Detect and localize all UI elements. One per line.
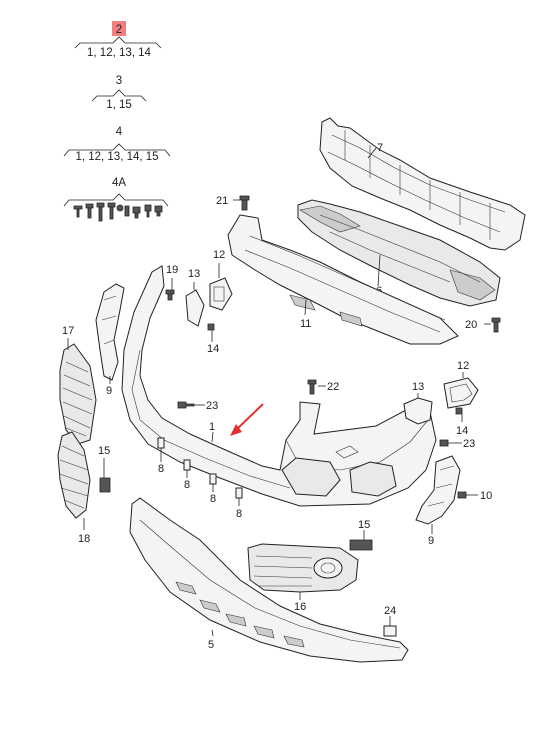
part-12-left-bracket[interactable]: 12 xyxy=(209,249,233,311)
callout-7: 7 xyxy=(377,142,383,154)
part-12-right-bracket[interactable]: 12 xyxy=(443,360,479,409)
part-8-clips[interactable]: 8 8 8 8 xyxy=(157,437,243,520)
callout-18: 18 xyxy=(78,533,90,545)
callout-14-right: 14 xyxy=(456,425,468,437)
callout-19: 19 xyxy=(166,264,178,276)
callout-15-right: 15 xyxy=(358,519,370,531)
callout-12-left: 12 xyxy=(213,249,225,261)
group-4a-id: 4A xyxy=(112,177,126,189)
part-13-left-guide[interactable]: 13 xyxy=(185,268,205,327)
part-9-right-bracket[interactable]: 9 xyxy=(415,455,461,547)
fastener-icons xyxy=(73,202,163,222)
callout-16: 16 xyxy=(294,601,306,613)
group-4-id: 4 xyxy=(116,126,123,138)
callout-20: 20 xyxy=(465,319,477,331)
part-14-left-clip[interactable]: 14 xyxy=(207,323,219,355)
callout-21: 21 xyxy=(216,195,228,207)
group-2-items: 1, 12, 13, 14 xyxy=(87,47,152,59)
part-14-right-clip[interactable]: 14 xyxy=(455,407,468,437)
part-15-right-holder[interactable]: 15 xyxy=(349,519,373,551)
callout-14-left: 14 xyxy=(207,343,219,355)
callout-22: 22 xyxy=(327,381,339,393)
callout-1: 1 xyxy=(209,421,215,433)
part-19-screw[interactable]: 19 xyxy=(165,264,178,301)
part-21-screw[interactable]: 21 xyxy=(216,195,250,211)
callout-23-left: 23 xyxy=(206,400,218,412)
group-2-id: 2 xyxy=(116,24,122,36)
part-15-left-holder[interactable]: 15 xyxy=(98,445,111,493)
part-7-absorber[interactable]: 7 xyxy=(319,117,526,251)
part-5-spoiler[interactable]: 5 xyxy=(129,497,409,663)
group-4a-brace xyxy=(63,193,169,207)
group-3-id: 3 xyxy=(116,75,122,87)
callout-24: 24 xyxy=(384,605,396,617)
group-3-brace xyxy=(91,89,147,102)
part-11-cover[interactable]: 11 xyxy=(227,214,459,345)
part-24-nut[interactable]: 24 xyxy=(383,605,397,637)
callout-8-b: 8 xyxy=(184,479,190,491)
part-9-left-bracket[interactable]: 9 xyxy=(95,283,125,397)
callout-13-left: 13 xyxy=(188,268,200,280)
part-1-bumper-cover[interactable]: 1 xyxy=(121,265,437,507)
part-23-right-screw[interactable]: 23 xyxy=(439,438,475,450)
group-3-items: 1, 15 xyxy=(106,99,132,111)
part-23-left-screw[interactable]: 23 xyxy=(177,400,218,412)
part-22-screw[interactable]: 22 xyxy=(307,379,339,395)
callout-11: 11 xyxy=(300,318,311,330)
callout-9-left: 9 xyxy=(106,385,112,397)
part-17-grille[interactable]: 17 xyxy=(59,325,97,445)
part-13-right-guide[interactable]: 13 xyxy=(403,381,433,425)
callout-8-a: 8 xyxy=(158,463,164,475)
callout-8-c: 8 xyxy=(210,493,216,505)
highlight-arrow xyxy=(230,403,264,436)
callout-17: 17 xyxy=(62,325,74,337)
legend-group-3[interactable]: 3 1, 15 xyxy=(91,75,147,111)
legend-group-4[interactable]: 4 1, 12, 13, 14, 15 xyxy=(63,126,171,163)
group-4-items: 1, 12, 13, 14, 15 xyxy=(75,151,158,163)
callout-15-left: 15 xyxy=(98,445,110,457)
callout-5: 5 xyxy=(208,639,214,651)
callout-9-right: 9 xyxy=(428,535,434,547)
legend-group-4a[interactable]: 4A xyxy=(63,177,169,222)
part-10-screw[interactable]: 10 xyxy=(457,490,492,502)
part-16-fog-grille[interactable]: 16 xyxy=(247,543,359,613)
legend-group-2[interactable]: 2 1, 12, 13, 14 xyxy=(74,21,162,59)
callout-23-right: 23 xyxy=(463,438,475,450)
group-2-highlight xyxy=(112,21,126,36)
part-18-lower-grille[interactable]: 18 xyxy=(57,431,91,545)
callout-13-right: 13 xyxy=(412,381,424,393)
callout-12-right: 12 xyxy=(457,360,469,372)
callout-10: 10 xyxy=(480,490,492,502)
part-20-screw[interactable]: 20 xyxy=(465,317,501,333)
group-4-brace xyxy=(63,143,171,157)
group-2-brace xyxy=(74,36,162,49)
callout-8-d: 8 xyxy=(236,508,242,520)
